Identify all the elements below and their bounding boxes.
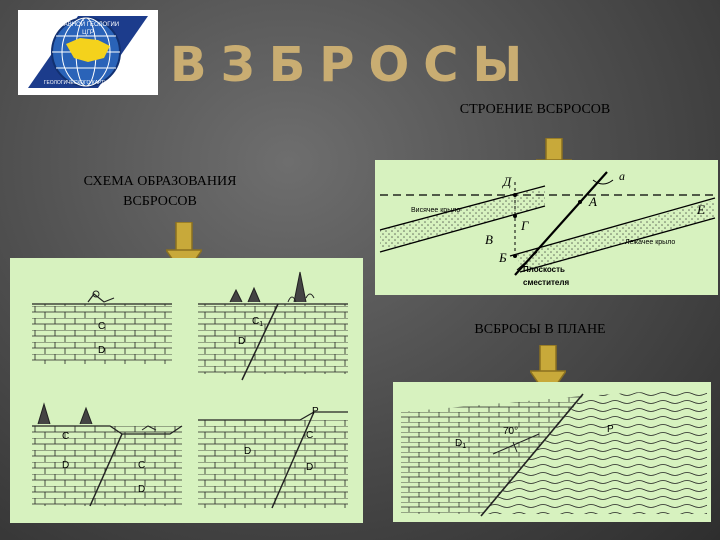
- letter-g: Г: [520, 218, 529, 233]
- label-d-4: D: [138, 484, 145, 495]
- plane-label-2: сместителя: [523, 278, 569, 287]
- scheme-block-2: [198, 272, 348, 380]
- hanging-wing-label: Висячее крыло: [411, 207, 460, 214]
- label-d-2: D: [238, 336, 245, 347]
- logo: ГЛАВНОЙ ГЕОЛОГИИ ЦГР ГЕОЛОГИЧЕСКОГО КАРТ…: [18, 10, 158, 95]
- page-title: ВЗБРОСЫ: [170, 30, 570, 100]
- letter-d: Д: [501, 174, 512, 189]
- letter-a-small: а: [619, 169, 625, 183]
- angle-label: 70°: [503, 426, 518, 437]
- label-c-3: C: [62, 431, 69, 442]
- plan-label: ВСБРОСЫ В ПЛАНЕ: [430, 322, 650, 338]
- label-p-plan: P: [607, 424, 614, 435]
- letter-a: А: [588, 194, 597, 209]
- structure-label: СТРОЕНИЕ ВСБРОСОВ: [420, 102, 650, 118]
- label-d-6: D: [306, 462, 313, 473]
- scheme-block-3: [32, 404, 182, 506]
- letter-b: Б: [498, 250, 507, 265]
- label-c-5: C: [306, 430, 313, 441]
- letter-e: Е: [696, 202, 705, 217]
- logo-text-bottom: ГЕОЛОГИЧЕСКОГО КАРТИРОВАНИЯ: [44, 80, 133, 86]
- plane-label-1: Плоскость: [523, 265, 565, 274]
- label-d-5: D: [244, 446, 251, 457]
- logo-text-mid: ЦГР: [82, 30, 94, 36]
- label-d-3: D: [62, 460, 69, 471]
- label-p: P: [312, 406, 319, 417]
- scheme-label-line1: СХЕМА ОБРАЗОВАНИЯ: [40, 172, 280, 192]
- plan-diagram-panel: D1 70° P: [393, 382, 711, 522]
- scheme-diagram-panel: C D C1 D C D C D P C D D: [10, 258, 363, 523]
- label-c-4: C: [138, 460, 145, 471]
- logo-text-top: ГЛАВНОЙ ГЕОЛОГИИ: [57, 20, 119, 28]
- label-d-1: D: [98, 345, 105, 356]
- letter-v: В: [485, 232, 493, 247]
- structure-diagram-panel: Д а А Г В Б Е Висячее крыло Лежачее крыл…: [375, 160, 718, 295]
- lying-wing-label: Лежачее крыло: [625, 239, 675, 246]
- scheme-label-line2: ВСБРОСОВ: [40, 192, 280, 212]
- scheme-block-4: [198, 412, 348, 508]
- globe-logo-icon: ГЛАВНОЙ ГЕОЛОГИИ ЦГР ГЕОЛОГИЧЕСКОГО КАРТ…: [18, 10, 158, 95]
- label-c-1: C: [98, 321, 105, 332]
- scheme-label: СХЕМА ОБРАЗОВАНИЯ ВСБРОСОВ: [40, 172, 280, 212]
